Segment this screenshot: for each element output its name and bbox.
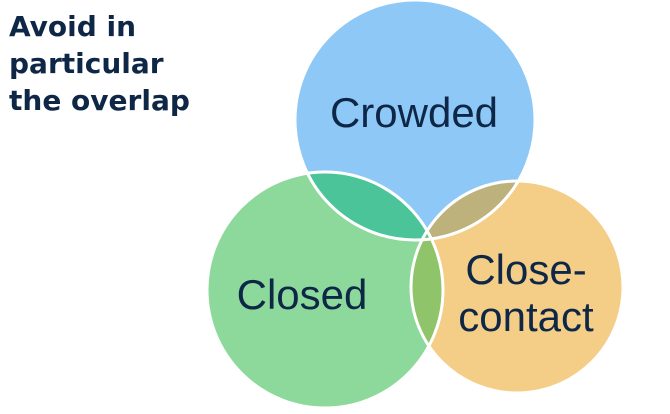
headline-line-3: the overlap [9, 84, 190, 117]
closed-outline [205, 170, 445, 410]
label-crowded: Crowded [330, 89, 498, 136]
label-closed: Closed [237, 271, 368, 318]
overlap-crowded-closed [295, 172, 443, 240]
headline-line-2: particular [9, 47, 164, 80]
close-contact-circle [411, 181, 623, 393]
headline: Avoid in particular the overlap [9, 8, 229, 119]
crowded-outline [293, 0, 537, 242]
label-close-contact-line-2: contact [458, 293, 594, 340]
label-close-contact-line-1: Close- [465, 246, 586, 293]
close-contact-outline [409, 179, 625, 395]
headline-line-1: Avoid in [9, 10, 137, 43]
